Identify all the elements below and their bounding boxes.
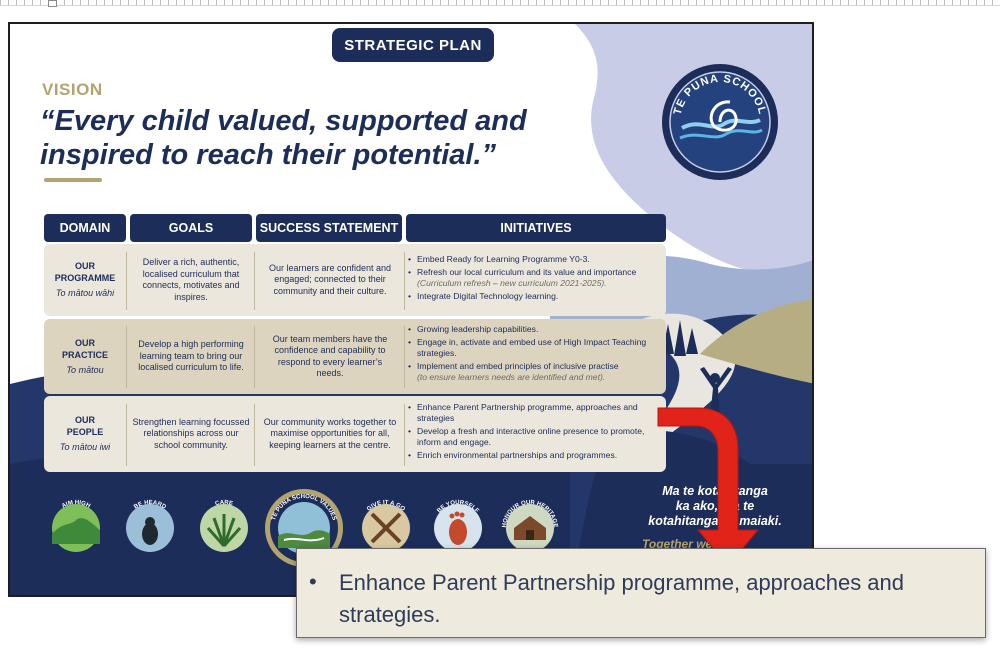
initiatives-cell: Embed Ready for Learning Programme Y0-3.… <box>408 254 664 304</box>
column-divider <box>126 326 127 388</box>
initiative-item: Enrich environmental partnerships and pr… <box>408 450 664 461</box>
hills-icon <box>52 518 100 544</box>
column-divider <box>254 404 255 466</box>
svg-text:CARE: CARE <box>215 500 234 507</box>
column-divider <box>254 252 255 310</box>
domain-cell: OUR PEOPLE To mātou iwi <box>46 398 124 470</box>
initiative-item: Develop a fresh and interactive online p… <box>408 426 664 448</box>
strategic-plan-tab: STRATEGIC PLAN <box>332 28 494 62</box>
top-ruler[interactable] <box>0 0 1000 6</box>
value-badge-give-it-a-go: GIVE IT A GO <box>355 497 417 559</box>
goal-cell: Deliver a rich, authentic, localised cur… <box>142 257 240 302</box>
initiatives-cell: Growing leadership capabilities. Engage … <box>408 324 664 385</box>
initiatives-cell: Enhance Parent Partnership programme, ap… <box>408 402 664 463</box>
initiative-item: Enhance Parent Partnership programme, ap… <box>408 402 664 424</box>
tui-bird-icon <box>142 523 158 545</box>
column-divider <box>404 404 405 466</box>
header-initiatives: INITIATIVES <box>406 214 666 242</box>
column-divider <box>404 252 405 310</box>
domain-title: OUR PRACTICE <box>61 337 108 360</box>
header-success-statement: SUCCESS STATEMENT <box>256 214 402 242</box>
domain-maori-name: To mātou wāhi <box>55 288 115 299</box>
initiative-item: Growing leadership capabilities. <box>408 324 664 335</box>
value-badge-aim-high: AIM HIGH <box>45 497 107 559</box>
zoom-callout-box: • Enhance Parent Partnership programme, … <box>296 548 986 638</box>
domain-maori-name: To mātou <box>66 364 104 375</box>
column-divider <box>254 326 255 388</box>
header-domain: DOMAIN <box>44 214 126 242</box>
initiative-item: Embed Ready for Learning Programme Y0-3. <box>408 254 664 265</box>
school-logo-icon: TE PUNA SCHOOL <box>662 64 778 180</box>
success-cell: Our learners are confident and engaged; … <box>268 262 392 296</box>
domain-title: OUR PROGRAMME <box>54 261 116 284</box>
value-badge-be-yourself: BE YOURSELF <box>427 497 489 559</box>
crossed-paddles-icon <box>370 512 402 544</box>
zoom-callout-text: Enhance Parent Partnership programme, ap… <box>339 570 905 627</box>
svg-text:BE HEARD: BE HEARD <box>133 500 167 511</box>
header-goals: GOALS <box>130 214 252 242</box>
flax-icon <box>206 514 242 547</box>
column-divider <box>126 252 127 310</box>
zoom-bullet: • <box>309 569 317 594</box>
domain-cell: OUR PROGRAMME To mātou wāhi <box>46 246 124 314</box>
footprint-icon <box>449 519 467 545</box>
goal-cell: Develop a high performing learning team … <box>138 339 244 373</box>
together-tagline: Together we ... <box>642 537 726 551</box>
svg-text:AIM HIGH: AIM HIGH <box>61 500 91 510</box>
domain-title: OUR PEOPLE <box>66 415 104 438</box>
column-divider <box>126 404 127 466</box>
vision-label: VISION <box>42 80 103 99</box>
initiative-item: Refresh our local curriculum and its val… <box>408 267 664 289</box>
goal-cell: Strengthen learning focussed relationshi… <box>132 416 250 450</box>
marae-icon <box>514 516 546 540</box>
vision-statement: “Every child valued, supported and inspi… <box>40 105 527 171</box>
domain-cell: OUR PRACTICE To mātou <box>46 321 124 392</box>
success-cell: Our community works together to maximise… <box>263 416 397 450</box>
initiative-item: Implement and embed principles of inclus… <box>408 361 664 383</box>
domain-maori-name: To mātou iwi <box>59 442 111 453</box>
initiative-item: Engage in, activate and embed use of Hig… <box>408 337 664 359</box>
success-cell: Our team members have the confidence and… <box>272 333 388 379</box>
value-badge-school-values: TE PUNA SCHOOL VALUES <box>265 489 343 567</box>
column-divider <box>404 326 405 388</box>
vision-underline <box>44 178 102 182</box>
value-badge-honour-our-heritage: HONOUR OUR HERITAGE <box>499 497 561 559</box>
person-arms-up-icon <box>700 367 732 419</box>
value-badge-be-heard: BE HEARD <box>119 497 181 559</box>
value-badge-care: CARE <box>193 497 255 559</box>
initiative-item: Integrate Digital Technology learning. <box>408 291 664 302</box>
ruler-indent-handle[interactable] <box>48 0 57 7</box>
